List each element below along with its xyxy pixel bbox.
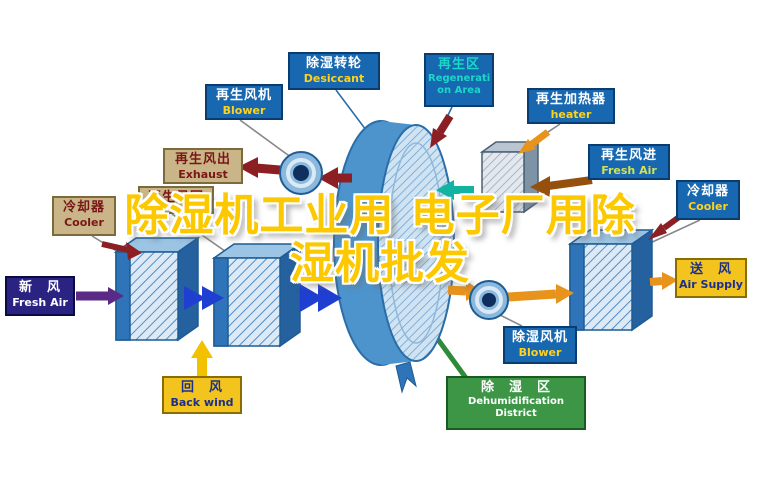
label-fresh-air-en: Fresh Air <box>12 295 68 309</box>
label-hidden-regen-zh: 再生风回 <box>147 190 204 205</box>
label-regen-area-zh: 再生区 <box>437 57 480 72</box>
desiccant-wheel <box>333 120 455 366</box>
arrow-heater-to-rotor <box>436 180 474 200</box>
label-regen-blower: 再生风机 Blower <box>205 84 283 120</box>
ahu-left <box>113 236 201 342</box>
label-desiccant-en: Desiccant <box>303 71 365 85</box>
label-exhaust: 再生风出 Exhaust <box>163 148 243 184</box>
label-regen-heater-zh: 再生加热器 <box>535 92 606 107</box>
label-dehumid-area-en2: District <box>495 407 537 419</box>
flow-arrows <box>76 113 688 380</box>
regen-blower-fan-icon <box>279 151 323 195</box>
label-regen-area: 再生区 Regenerati on Area <box>424 53 494 107</box>
label-exhaust-en: Exhaust <box>178 167 228 181</box>
arrow-rotor-to-regen-fan <box>318 167 352 189</box>
label-cooler-left: 冷却器 Cooler <box>52 196 116 236</box>
label-dehumid-area-en1: Dehumidification <box>467 395 565 407</box>
label-exhaust-zh: 再生风出 <box>174 152 231 167</box>
callout-dehumid-area <box>431 332 469 380</box>
label-regen-area-en1: Regenerati <box>428 72 491 84</box>
arrow-chevrons-middle-rotor <box>300 284 342 312</box>
label-cooler-right-en: Cooler <box>688 199 728 213</box>
label-dehumid-area-zh: 除 湿 区 <box>480 380 551 395</box>
dehumid-blower-fan-icon <box>469 280 509 320</box>
ribbon-icon <box>395 361 417 394</box>
label-regen-area-en2: on Area <box>437 84 481 96</box>
label-regen-heater-en: heater <box>550 107 592 121</box>
label-regen-heater: 再生加热器 heater <box>527 88 615 124</box>
label-air-supply-en: Air Supply <box>679 277 743 291</box>
label-desiccant-zh: 除湿转轮 <box>305 56 362 71</box>
label-regen-blower-zh: 再生风机 <box>215 88 272 103</box>
callout-regen-blower <box>239 119 293 159</box>
label-regen-blower-en: Blower <box>222 103 266 117</box>
label-desiccant: 除湿转轮 Desiccant <box>288 52 380 90</box>
label-cooler-left-zh: 冷却器 <box>62 200 105 215</box>
label-dehumid-blower: 除湿风机 Blower <box>503 326 577 364</box>
label-regen-fresh-air-zh: 再生风进 <box>600 148 657 163</box>
label-back-wind: 回 风 Back wind <box>162 376 242 414</box>
arrow-chevrons-left-middle <box>184 286 224 310</box>
label-cooler-left-en: Cooler <box>64 215 104 229</box>
label-regen-fresh-air-en: Fresh Air <box>601 163 657 177</box>
arrow-fresh-air-in <box>76 287 124 305</box>
arrow-air-supply-out <box>649 272 678 290</box>
callout-hidden-box <box>171 213 233 257</box>
label-regen-fresh-air: 再生风进 Fresh Air <box>588 144 670 180</box>
arrow-fan-to-exhaust <box>238 157 281 178</box>
heater-coil <box>479 140 541 214</box>
page-title-line1: 除湿机工业用 电子厂用除 <box>124 190 636 241</box>
label-air-supply: 送 风 Air Supply <box>675 258 747 298</box>
arrow-fan-to-right-unit <box>507 284 574 304</box>
page-title: 除湿机工业用 电子厂用除 湿机批发 <box>70 192 690 287</box>
label-dehumid-blower-zh: 除湿风机 <box>511 330 568 345</box>
label-air-supply-zh: 送 风 <box>689 262 732 277</box>
callout-cooler-right <box>647 219 701 245</box>
label-back-wind-zh: 回 风 <box>180 380 223 395</box>
ahu-right <box>567 228 655 332</box>
arrow-cooler-left-in <box>101 241 142 260</box>
page-title-line2: 湿机批发 <box>290 237 470 289</box>
label-cooler-right: 冷却器 Cooler <box>676 180 740 220</box>
label-cooler-right-zh: 冷却器 <box>686 184 729 199</box>
label-dehumid-area: 除 湿 区 Dehumidification District <box>446 376 586 430</box>
label-fresh-air-zh: 新 风 <box>18 280 61 295</box>
label-back-wind-en: Back wind <box>170 395 234 409</box>
arrow-regen-fresh-in <box>530 176 593 197</box>
label-hidden-regen: 再生风回 <box>138 186 214 214</box>
arrow-heater-label-down <box>518 129 551 154</box>
ahu-middle <box>211 242 303 348</box>
arrow-regen-air-down <box>430 113 454 148</box>
arrow-back-wind-up <box>191 340 213 380</box>
label-fresh-air: 新 风 Fresh Air <box>5 276 75 316</box>
label-dehumid-blower-en: Blower <box>518 345 562 359</box>
callout-dehumid-blower <box>497 313 523 327</box>
